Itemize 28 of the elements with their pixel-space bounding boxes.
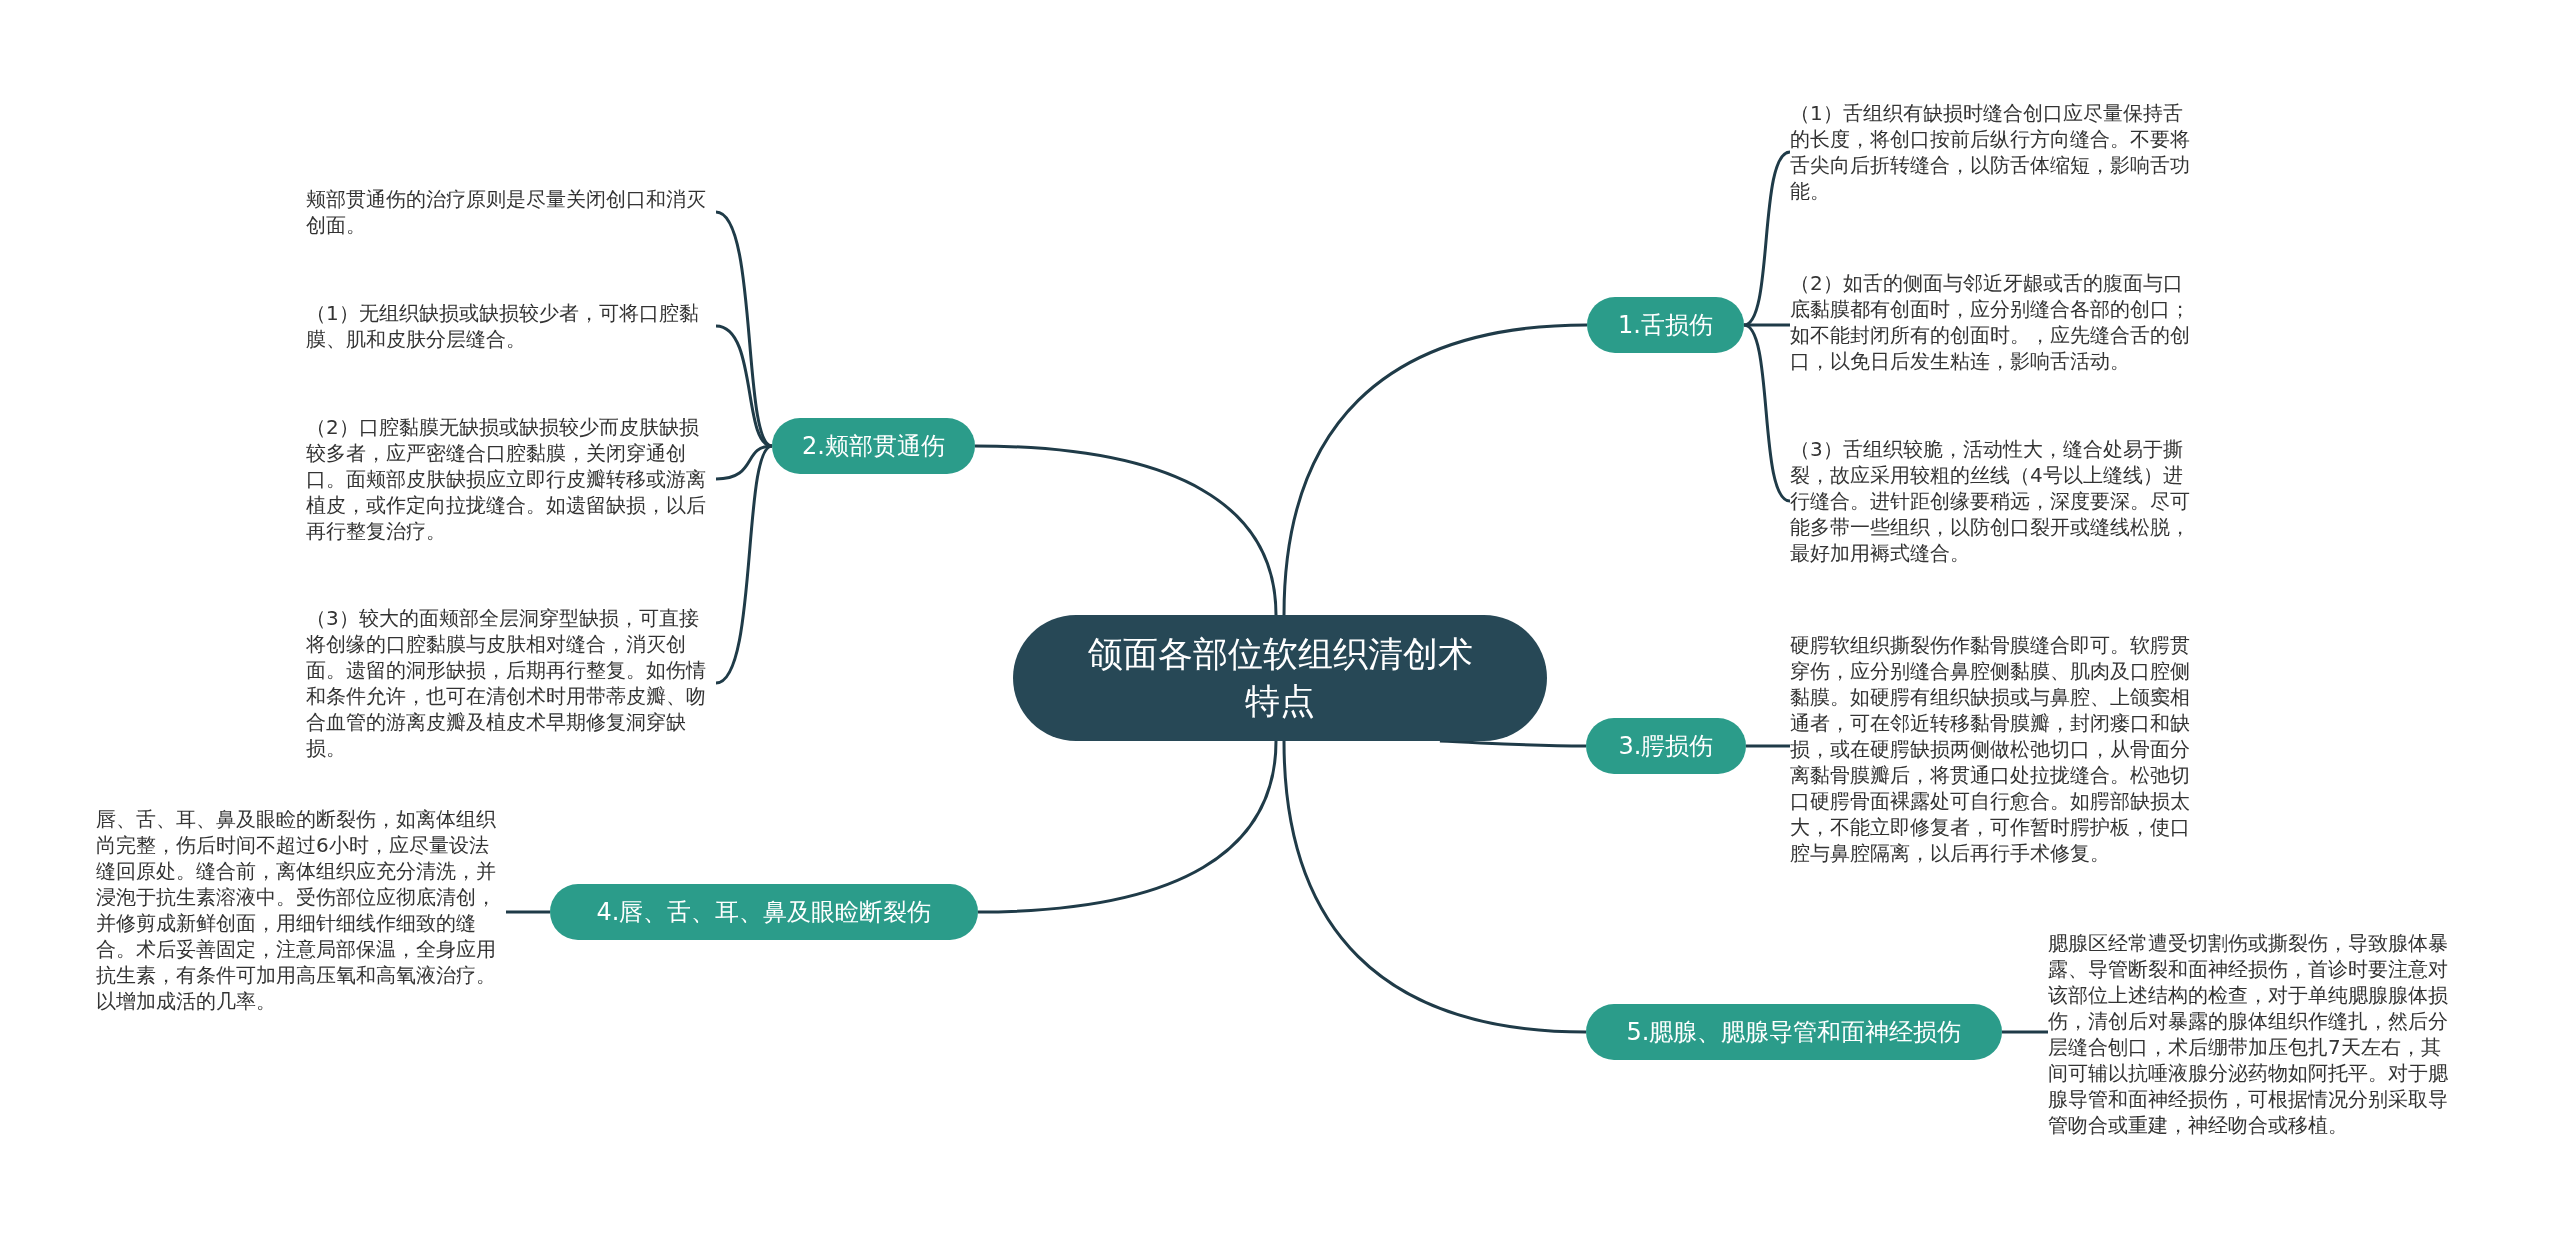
note-text: （2）口腔黏膜无缺损或缺损较少而皮肤缺损较多者，应严密缝合口腔黏膜，关闭穿通创口。面颊部皮肤缺损应立即行皮瓣转移或游离植皮，或作定向拉拢缝合。如遗留缺损，以后再行整复治疗。 — [306, 414, 716, 544]
topic-pill: 1.舌损伤 — [1587, 297, 1744, 353]
connector-line — [977, 740, 1278, 914]
central-topic: 颌面各部位软组织清创术特点 — [1013, 615, 1547, 741]
connector-line — [974, 444, 1278, 616]
connector-line — [506, 910, 550, 914]
note-text: （1）舌组织有缺损时缝合创口应尽量保持舌的长度，将创口按前后纵行方向缝合。不要将舌尖向后折转缝合，以防舌体缩短，影响舌功能。 — [1790, 100, 2200, 204]
connector-line — [715, 324, 773, 448]
note-text: 硬腭软组织撕裂伤作黏骨膜缝合即可。软腭贯穿伤，应分别缝合鼻腔侧黏膜、肌肉及口腔侧黏膜。如硬腭有组织缺损或与鼻腔、上颌窦相通者，可在邻近转移黏骨膜瓣，封闭瘘口和缺损，或在硬腭缺损两侧做松弛切口，从骨面分离黏骨膜瓣后，将贯通口处拉拢缝合。松弛切口硬腭骨面裸露处可自行愈合。如腭部缺损太大，不能立即修复者，可作暂时腭护板，使口腔与鼻腔隔离，以后再行手术修复。 — [1790, 632, 2200, 866]
topic-pill: 2.颊部贯通伤 — [772, 418, 975, 474]
connector-line — [1743, 150, 1791, 327]
topic-pill: 5.腮腺、腮腺导管和面神经损伤 — [1586, 1004, 2002, 1060]
note-text: 颊部贯通伤的治疗原则是尽量关闭创口和消灭创面。 — [306, 186, 716, 238]
note-text: （1）无组织缺损或缺损较少者，可将口腔黏膜、肌和皮肤分层缝合。 — [306, 300, 716, 352]
note-text: （3）较大的面颊部全层洞穿型缺损，可直接将创缘的口腔黏膜与皮肤相对缝合，消灭创面。遗留的洞形缺损，后期再行整复。如伤情和条件允许，也可在清创术时用带蒂皮瓣、吻合血管的游离皮瓣及植皮术早期修复洞穿缺损。 — [306, 605, 716, 761]
connector-line — [1282, 323, 1588, 616]
connector-line — [1439, 739, 1586, 748]
connector-line — [1743, 323, 1791, 503]
connector-line — [2002, 1030, 2048, 1034]
note-text: 腮腺区经常遭受切割伤或撕裂伤，导致腺体暴露、导管断裂和面神经损伤，首诊时要注意对该部位上述结构的检查，对于单纯腮腺腺体损伤，清创后对暴露的腺体组织作缝扎，然后分层缝合刨口，术后绷带加压包扎7天左右，其间可辅以抗唾液腺分泌药物如阿托平。对于腮腺导管和面神经损伤，可根据情况分别采取导管吻合或重建，神经吻合或移植。 — [2048, 930, 2458, 1138]
note-text: （2）如舌的侧面与邻近牙龈或舌的腹面与口底黏膜都有创面时，应分别缝合各部的创口；如不能封闭所有的创面时。，应先缝合舌的创口，以免日后发生粘连，影响舌活动。 — [1790, 270, 2200, 374]
note-text: 唇、舌、耳、鼻及眼睑的断裂伤，如离体组织尚完整，伤后时间不超过6小时，应尽量设法缝回原处。缝合前，离体组织应充分清洗，并浸泡于抗生素溶液中。受伤部位应彻底清创，并修剪成新鲜创面，用细针细线作细致的缝合。术后妥善固定，注意局部保温，全身应用抗生素，有条件可加用高压氧和高氧液治疗。以增加成活的几率。 — [96, 806, 506, 1014]
connector-line — [715, 444, 773, 685]
connector-line — [1746, 744, 1790, 748]
topic-pill: 4.唇、舌、耳、鼻及眼睑断裂伤 — [550, 884, 978, 940]
topic-pill: 3.腭损伤 — [1586, 718, 1746, 774]
connector-line — [1282, 740, 1587, 1034]
note-text: （3）舌组织较脆，活动性大，缝合处易于撕裂，故应采用较粗的丝线（4号以上缝线）进行缝合。进针距创缘要稍远，深度要深。尽可能多带一些组织，以防创口裂开或缝线松脱，最好加用褥式缝合。 — [1790, 436, 2200, 566]
